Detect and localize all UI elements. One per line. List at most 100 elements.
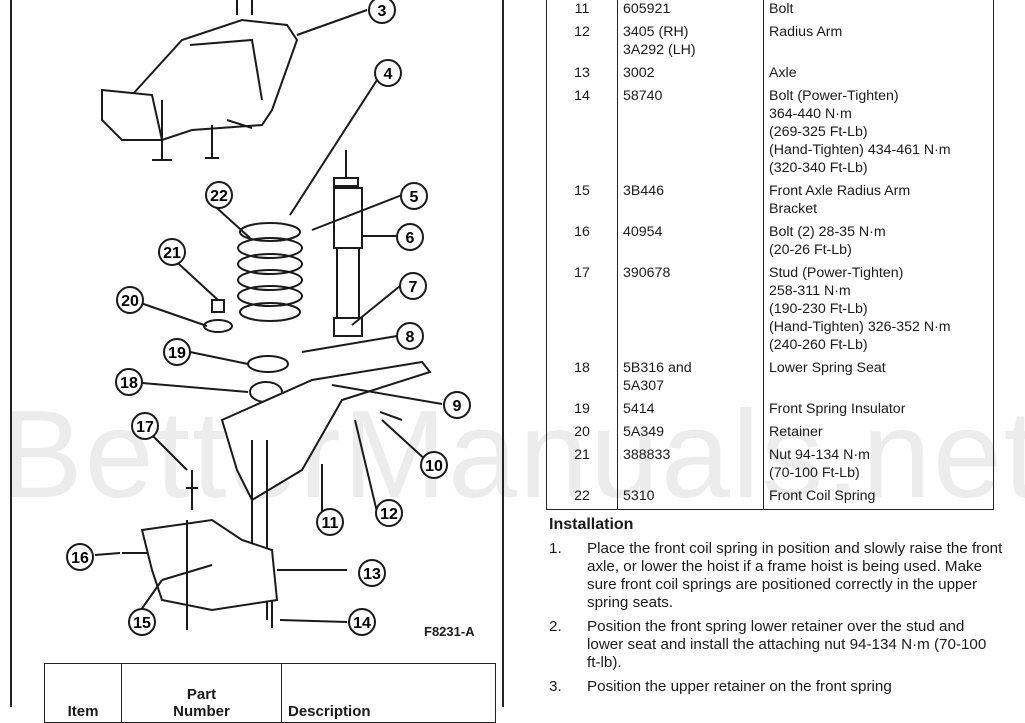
figure-id: F8231-A: [424, 624, 475, 639]
callout-label: 20: [121, 293, 139, 310]
step-number: 2.: [549, 618, 562, 635]
callout-20: 20: [116, 286, 144, 314]
description-cell: Stud (Power-Tighten) 258-311 N·m (190-23…: [763, 261, 994, 356]
step-number: 1.: [549, 540, 562, 557]
callout-11: 11: [316, 508, 344, 536]
callout-18: 18: [115, 368, 143, 396]
callout-14: 14: [348, 608, 376, 636]
callout-label: 6: [406, 230, 415, 247]
step-text: Place the front coil spring in position …: [587, 540, 1003, 611]
part-number-cell: 5310: [617, 484, 764, 510]
callout-label: 16: [71, 550, 89, 567]
description-cell: Bolt (Power-Tighten) 364-440 N·m (269-32…: [763, 84, 994, 179]
callout-15: 15: [128, 608, 156, 636]
column-part-number-header: Part Number: [121, 663, 282, 723]
callout-label: 21: [163, 245, 181, 262]
callout-22: 22: [205, 181, 233, 209]
description-cell: Retainer: [763, 420, 994, 443]
callout-label: 8: [406, 329, 415, 346]
part-number-cell: 5B316 and 5A307: [617, 356, 764, 397]
callout-label: 10: [425, 458, 443, 475]
item-cell: 20: [574, 424, 590, 440]
callout-8: 8: [396, 322, 424, 350]
callout-19: 19: [163, 338, 191, 366]
item-cell: 22: [574, 488, 590, 504]
item-cell: 17: [574, 265, 590, 281]
callout-label: 5: [410, 189, 419, 206]
callout-4: 4: [374, 59, 402, 87]
callout-label: 3: [378, 3, 387, 20]
part-number-cell: 3B446: [617, 179, 764, 220]
callout-label: 19: [168, 345, 186, 362]
callout-13: 13: [358, 559, 386, 587]
callout-16: 16: [66, 543, 94, 571]
description-cell: Bolt (2) 28-35 N·m (20-26 Ft-Lb): [763, 220, 994, 261]
callout-7: 7: [399, 272, 427, 300]
item-cell: 21: [574, 447, 590, 463]
callout-label: 7: [409, 279, 418, 296]
item-cell: 15: [574, 183, 590, 199]
part-number-cell: 5414: [617, 397, 764, 420]
item-cell: 14: [574, 88, 590, 104]
item-cell: 12: [574, 24, 590, 40]
description-cell: Bolt: [763, 0, 994, 20]
step-number: 3.: [549, 678, 562, 695]
description-cell: Axle: [763, 61, 994, 84]
coil-spring-drawing: [237, 222, 303, 322]
part-number-cell: 3002: [617, 61, 764, 84]
installation-title: Installation: [549, 516, 634, 533]
installation-step: 3. Position the upper retainer on the fro…: [549, 678, 1004, 696]
item-cell: 13: [574, 65, 590, 81]
part-number-cell: 388833: [617, 443, 764, 484]
shock-absorber-drawing: [333, 150, 359, 187]
part-number-cell: 40954: [617, 220, 764, 261]
callout-10: 10: [420, 451, 448, 479]
callout-12: 12: [375, 499, 403, 527]
description-cell: Front Spring Insulator: [763, 397, 994, 420]
callout-5: 5: [400, 182, 428, 210]
callout-label: 15: [133, 615, 151, 632]
callout-label: 22: [210, 188, 228, 205]
callout-label: 9: [453, 398, 462, 415]
part-number-cell: 390678: [617, 261, 764, 356]
radius-arm-drawing: [220, 360, 432, 502]
callout-label: 4: [384, 66, 393, 83]
callout-label: 14: [353, 615, 371, 632]
item-cell: 19: [574, 401, 590, 417]
part-number-cell: 5A349: [617, 420, 764, 443]
column-description-header: Description: [281, 663, 496, 723]
description-cell: Front Axle Radius Arm Bracket: [763, 179, 994, 220]
item-cell: 16: [574, 224, 590, 240]
description-cell: Lower Spring Seat: [763, 356, 994, 397]
callout-9: 9: [443, 391, 471, 419]
parts-table-header: Item Part Number Description: [44, 663, 496, 723]
installation-step: 1. Place the front coil spring in positio…: [549, 540, 1004, 612]
callout-label: 11: [322, 515, 339, 532]
item-cell: 18: [574, 360, 590, 376]
installation-section: Installation 1. Place the front coil spri…: [549, 516, 1004, 702]
step-text: Position the front spring lower retainer…: [587, 618, 987, 671]
part-number-cell: 605921: [617, 0, 764, 20]
callout-21: 21: [158, 238, 186, 266]
column-item-header: Item: [44, 663, 122, 723]
callout-3: 3: [368, 0, 396, 24]
callout-label: 12: [380, 506, 398, 523]
callout-6: 6: [396, 223, 424, 251]
step-text: Position the upper retainer on the front…: [587, 678, 892, 695]
part-number-cell: 58740: [617, 84, 764, 179]
description-cell: Front Coil Spring: [763, 484, 994, 510]
description-cell: Nut 94-134 N·m (70-100 Ft-Lb): [763, 443, 994, 484]
